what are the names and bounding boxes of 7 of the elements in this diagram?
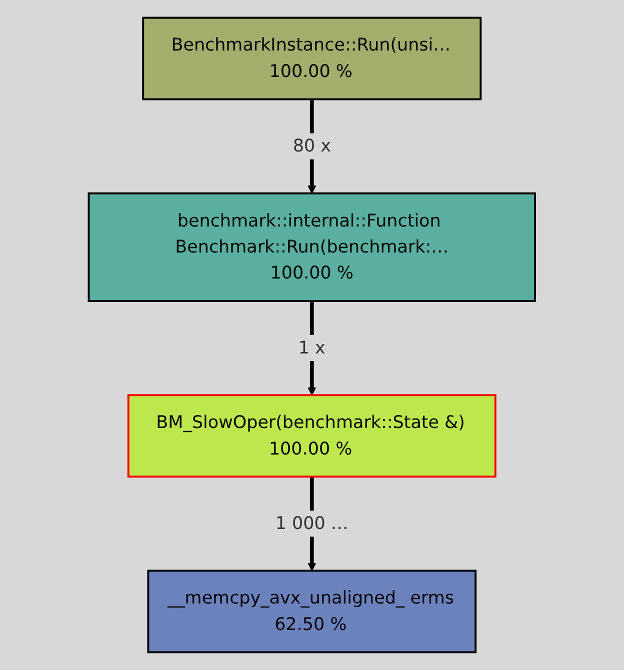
edge-label: 80 x (292, 136, 332, 156)
node-box: BenchmarkInstance::Run(unsi… 100.00 % (142, 16, 482, 100)
node-box: __memcpy_avx_unaligned_ erms 62.50 % (147, 570, 477, 654)
node-box: benchmark::internal::Function Benchmark::Run(benchmark:… 100.00 % (88, 192, 536, 302)
node-box: BM_SlowOper(benchmark::State &) 100.00 % (128, 394, 496, 478)
edge-label: 1 000 … (275, 513, 349, 534)
edge-label: 1 x (298, 338, 326, 358)
